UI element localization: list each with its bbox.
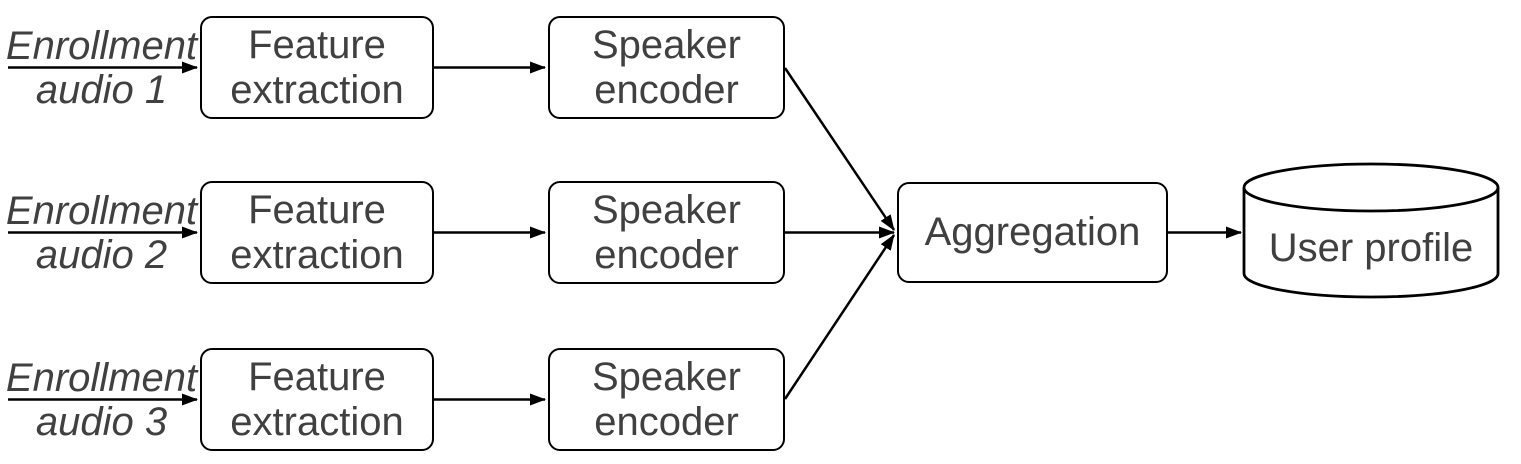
box-label-line1: Feature xyxy=(248,22,386,67)
label-enrollment-audio-2: Enrollment audio 2 xyxy=(5,189,198,277)
feature-extraction-box-2: Feature extraction xyxy=(200,181,434,284)
box-label-line2: extraction xyxy=(230,399,404,444)
box-label-line1: Speaker xyxy=(592,22,741,67)
arrow-encoder-to-aggregation-1 xyxy=(783,67,896,231)
aggregation-box: Aggregation xyxy=(897,182,1168,283)
box-label-line1: Feature xyxy=(248,354,386,399)
box-label: Aggregation xyxy=(924,210,1141,254)
user-profile-cylinder xyxy=(1242,162,1500,299)
box-label-line2: encoder xyxy=(594,399,739,444)
box-label-line2: extraction xyxy=(230,232,404,277)
box-label-line2: encoder xyxy=(594,67,739,112)
speaker-encoder-box-1: Speaker encoder xyxy=(548,16,785,119)
cylinder-top-rim xyxy=(1242,187,1500,213)
input-label-line2: audio 3 xyxy=(35,399,168,444)
input-label-line1: Enrollment xyxy=(5,355,198,400)
speaker-encoder-box-2: Speaker encoder xyxy=(548,181,785,284)
label-enrollment-audio-1: Enrollment audio 1 xyxy=(5,24,198,112)
input-label-line1: Enrollment xyxy=(5,23,198,68)
arrow-encoder-to-aggregation-3 xyxy=(783,234,896,400)
box-label-line1: Speaker xyxy=(592,187,741,232)
label-enrollment-audio-3: Enrollment audio 3 xyxy=(5,356,198,444)
input-label-line1: Enrollment xyxy=(5,188,198,233)
box-label-line1: Speaker xyxy=(592,354,741,399)
feature-extraction-box-3: Feature extraction xyxy=(200,348,434,451)
box-label-line2: extraction xyxy=(230,67,404,112)
user-profile-label: User profile xyxy=(1268,226,1474,270)
box-label-line1: Feature xyxy=(248,187,386,232)
input-label-line2: audio 1 xyxy=(35,67,168,112)
speaker-encoder-box-3: Speaker encoder xyxy=(548,348,785,451)
input-label-line2: audio 2 xyxy=(35,232,168,277)
cylinder-body xyxy=(1242,162,1500,299)
feature-extraction-box-1: Feature extraction xyxy=(200,16,434,119)
box-label-line2: encoder xyxy=(594,232,739,277)
